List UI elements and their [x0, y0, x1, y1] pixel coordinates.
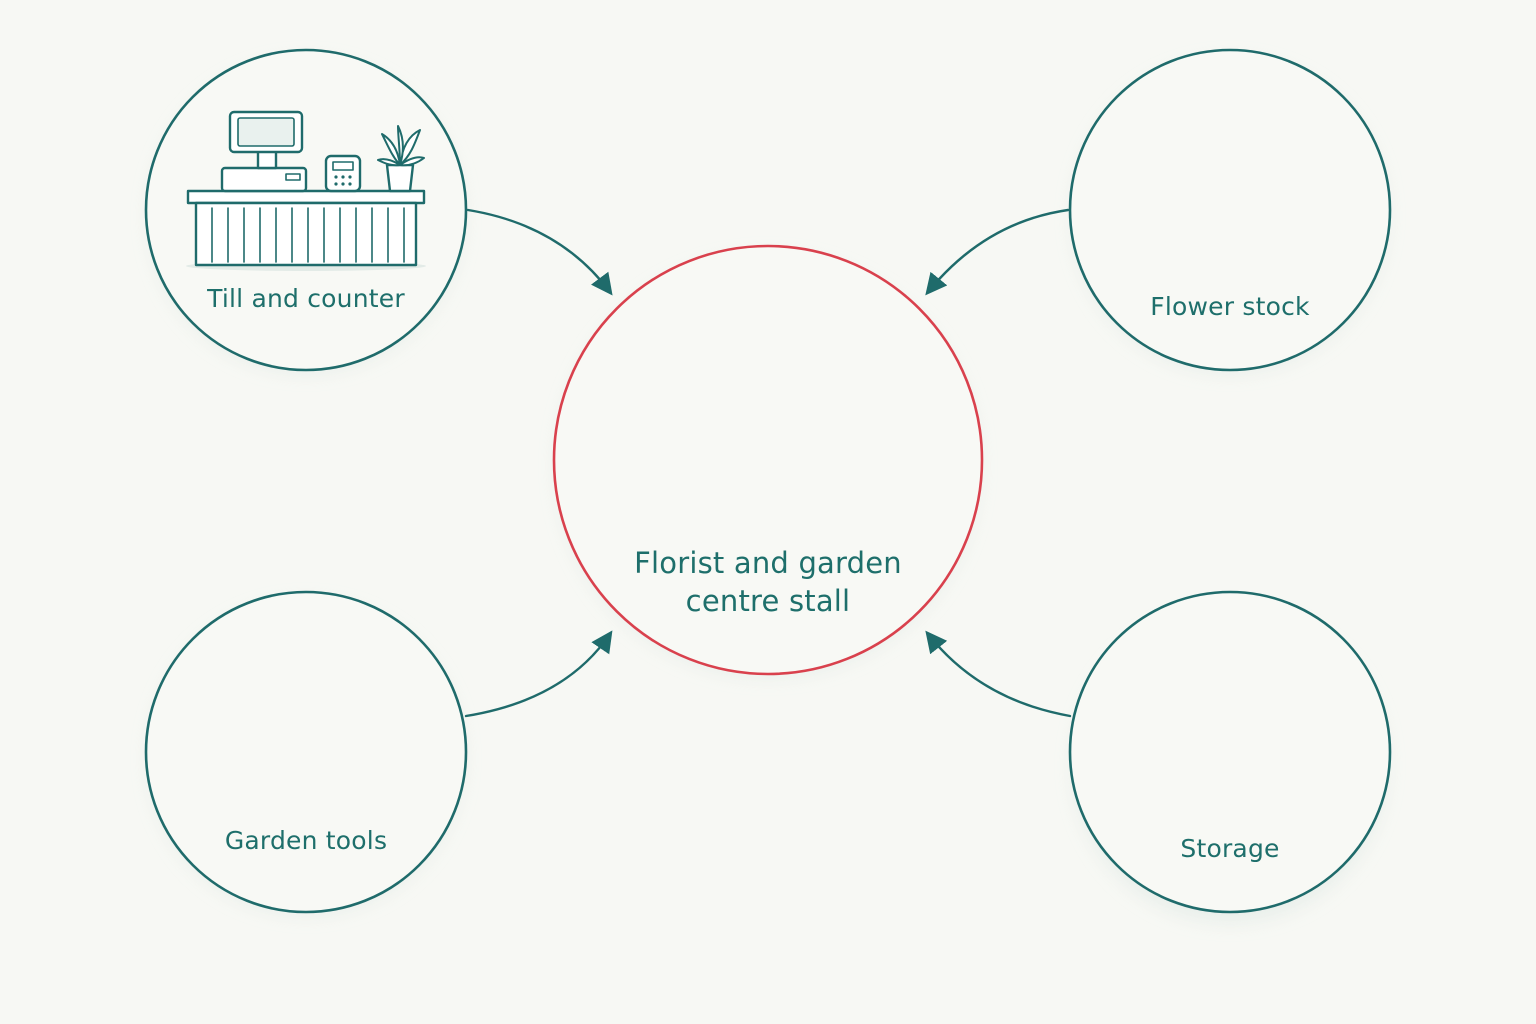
center-circle[interactable]: [552, 244, 984, 676]
arrow-flowers-to-center: [925, 208, 1070, 296]
node-label-tools: Garden tools: [224, 826, 388, 855]
node-label-storage: Storage: [1180, 834, 1280, 863]
center-label: Florist and garden centre stall: [598, 544, 938, 620]
arrow-till-to-center: [466, 208, 613, 296]
till-counter-icon: [186, 110, 426, 271]
arrow-tools-to-center: [464, 630, 613, 718]
center-label-line1: Florist and garden: [634, 546, 902, 580]
node-label-flowers: Flower stock: [1150, 292, 1310, 321]
connectors: [464, 208, 1072, 718]
node-circle-storage[interactable]: [1068, 590, 1392, 914]
node-circle-tools[interactable]: [144, 590, 468, 914]
node-circle-flowers[interactable]: [1068, 48, 1392, 372]
node-label-till: Till and counter: [207, 284, 405, 313]
center-label-line2: centre stall: [685, 584, 851, 618]
arrow-storage-to-center: [925, 630, 1072, 718]
